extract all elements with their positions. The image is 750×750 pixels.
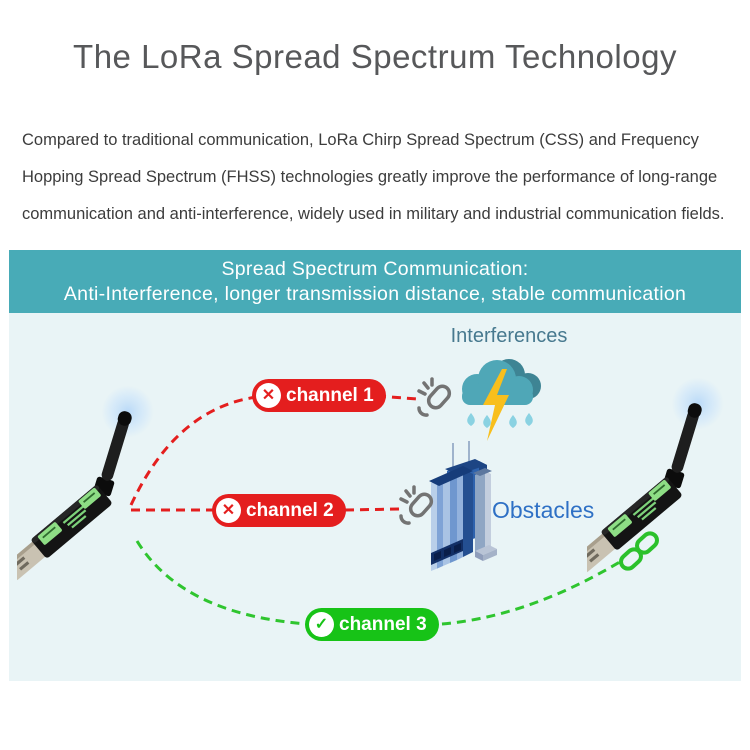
storm-cloud-icon <box>462 359 541 441</box>
lora-dongle-right-icon <box>587 377 724 573</box>
channel-2-badge: ✕ channel 2 <box>212 494 346 527</box>
obstacles-label: Obstacles <box>492 497 595 523</box>
interferences-label: Interferences <box>450 325 568 347</box>
diagram-canvas: Interferences Obstacles <box>9 313 741 681</box>
antenna-glow <box>101 385 154 438</box>
diagram-header-banner: Spread Spectrum Communication: Anti-Inte… <box>9 250 741 313</box>
spread-spectrum-diagram: Spread Spectrum Communication: Anti-Inte… <box>9 250 741 681</box>
broken-link-icon <box>417 377 452 417</box>
broken-link-icon <box>399 485 434 525</box>
lora-dongle-left-icon <box>17 385 154 581</box>
channel-2-label: channel 2 <box>246 499 334 521</box>
page-title: The LoRa Spread Spectrum Technology <box>73 38 677 75</box>
intro-paragraph: Compared to traditional communication, L… <box>22 131 725 223</box>
channel-3-badge: ✓ channel 3 <box>305 608 439 641</box>
cross-icon: ✕ <box>216 498 241 523</box>
channel-1-badge: ✕ channel 1 <box>252 379 386 412</box>
header-line-2: Anti-Interference, longer transmission d… <box>63 283 687 305</box>
channel-3-label: channel 3 <box>339 613 427 635</box>
check-icon: ✓ <box>309 612 334 637</box>
building-icon <box>429 441 497 571</box>
link-icon <box>619 531 659 571</box>
header-line-1: Spread Spectrum Communication: <box>221 258 529 280</box>
antenna-glow <box>671 377 724 430</box>
cross-icon: ✕ <box>256 383 281 408</box>
channel-1-label: channel 1 <box>286 384 374 406</box>
